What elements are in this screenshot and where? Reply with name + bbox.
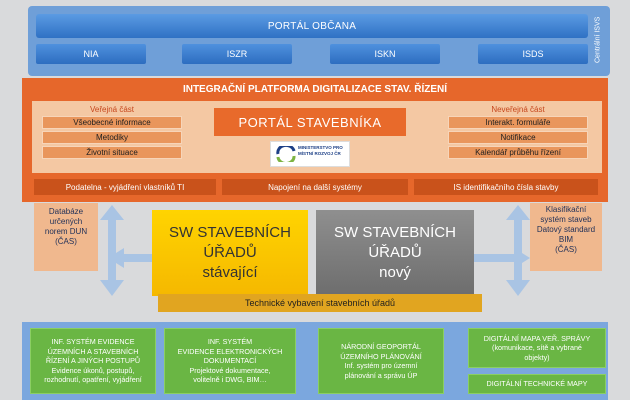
box3-line-3: Inf. systém pro územní xyxy=(344,361,418,370)
public-item-situations[interactable]: Životní situace xyxy=(42,146,182,159)
pill-isds[interactable]: ISDS xyxy=(478,44,588,64)
sw-new-box[interactable]: SW STAVEBNÍCH ÚŘADŮ nový xyxy=(316,210,474,296)
box2-line-3: DOKUMENTACÍ xyxy=(203,356,257,366)
box1-line-5: rozhodnutí, opatření, vyjádření xyxy=(44,375,142,385)
box2-line-2: EVIDENCE ELEKTRONICKÝCH xyxy=(177,346,283,356)
klasifikace-line-1: Klasifikační xyxy=(545,205,587,214)
klasifikace-line-5: (ČAS) xyxy=(555,245,577,254)
databaze-line-4: (ČAS) xyxy=(55,237,77,246)
box2-line-1: INF. SYSTÉM xyxy=(207,337,253,347)
databaze-line-2: určených xyxy=(49,217,83,226)
box4-line-2: (komunikace, sítě a vybrané xyxy=(492,343,582,353)
box1-line-4: Evidence úkonů, postupů, xyxy=(51,365,135,375)
box3-line-4: plánování a správu ÚP xyxy=(344,370,418,380)
digitalni-mapa-box[interactable]: DIGITÁLNÍ MAPA VEŘ. SPRÁVY (komunikace, … xyxy=(468,328,606,368)
pill-iskn[interactable]: ISKN xyxy=(330,44,440,64)
sw-new-line-3: nový xyxy=(379,264,411,281)
box1-line-3: ŘÍZENÍ A JINÝCH POSTUPŮ xyxy=(45,356,141,366)
public-item-info[interactable]: Všeobecné informace xyxy=(42,116,182,129)
narodni-geoportal-box[interactable]: NÁRODNÍ GEOPORTÁL ÚZEMNÍHO PLÁNOVÁNÍ Inf… xyxy=(318,328,444,394)
arrow-left-vertical xyxy=(100,205,124,296)
public-item-methods[interactable]: Metodiky xyxy=(42,131,182,144)
sw-new-line-2: ÚŘADŮ xyxy=(368,244,422,261)
digitalni-technicke-mapy-box[interactable]: DIGITÁLNÍ TECHNICKÉ MAPY xyxy=(468,374,606,394)
box4-line-3: objekty) xyxy=(524,352,550,362)
box2-line-5: volitelně i DWG, BIM… xyxy=(193,375,267,385)
podatelna[interactable]: Podatelna - vyjádření vlastníků TI xyxy=(34,179,216,195)
klasifikace-line-3: Datový standard xyxy=(536,225,596,234)
technicke-vybaveni[interactable]: Technické vybavení stavebních úřadů xyxy=(158,294,482,312)
databaze-line-3: norem DUN xyxy=(44,227,88,236)
evidence-rizeni-box[interactable]: INF. SYSTÉM EVIDENCE ÚZEMNÍCH A STAVEBNÍ… xyxy=(30,328,156,394)
box1-line-2: ÚZEMNÍCH A STAVEBNÍCH xyxy=(47,346,139,356)
sw-current-box[interactable]: SW STAVEBNÍCH ÚŘADŮ stávající xyxy=(152,210,308,296)
box3-line-2: ÚZEMNÍHO PLÁNOVÁNÍ xyxy=(340,351,422,361)
private-item-notifications[interactable]: Notifikace xyxy=(448,131,588,144)
private-item-calendar[interactable]: Kalendář průběhu řízení xyxy=(448,146,588,159)
mmr-logo-mark-icon xyxy=(276,146,296,162)
pill-iszr[interactable]: ISZR xyxy=(182,44,292,64)
klasifikace-line-4: BIM xyxy=(558,235,574,244)
is-identifikacni-cislo[interactable]: IS identifikačního čísla stavby xyxy=(414,179,598,195)
box2-line-4: Projektové dokumentace, xyxy=(189,365,271,375)
sw-current-line-3: stávající xyxy=(202,264,258,281)
platform-title: INTEGRAČNÍ PLATFORMA DIGITALIZACE STAV. … xyxy=(182,83,448,95)
mmr-logo-text: MINISTERSTVO PRO MÍSTNÍ ROZVOJ ČR xyxy=(298,145,343,156)
evidence-dokumentaci-box[interactable]: INF. SYSTÉM EVIDENCE ELEKTRONICKÝCH DOKU… xyxy=(164,328,296,394)
portal-stavebnika[interactable]: PORTÁL STAVEBNÍKA xyxy=(214,108,406,136)
arrow-right-horizontal xyxy=(474,248,530,268)
mmr-logo xyxy=(270,141,350,167)
box1-line-1: INF. SYSTÉM EVIDENCE xyxy=(51,337,135,347)
sw-current-line-2: ÚŘADŮ xyxy=(203,244,257,261)
box3-line-1: NÁRODNÍ GEOPORTÁL xyxy=(341,342,421,351)
sw-current-line-1: SW STAVEBNÍCH xyxy=(169,224,291,241)
portal-obcana[interactable]: PORTÁL OBČANA xyxy=(36,14,588,38)
klasifikace-line-2: systém staveb xyxy=(540,215,592,224)
sw-new-line-1: SW STAVEBNÍCH xyxy=(334,224,456,241)
pill-nia[interactable]: NIA xyxy=(36,44,146,64)
public-part-title: Veřejná část xyxy=(89,104,135,114)
private-part-title: Neveřejná část xyxy=(491,104,545,114)
arrow-left-horizontal xyxy=(108,248,152,268)
napojeni[interactable]: Napojení na další systémy xyxy=(222,179,408,195)
box4-line-1: DIGITÁLNÍ MAPA VEŘ. SPRÁVY xyxy=(483,333,591,343)
private-item-forms[interactable]: Interakt. formuláře xyxy=(448,116,588,129)
databaze-line-1: Databáze xyxy=(48,207,84,216)
